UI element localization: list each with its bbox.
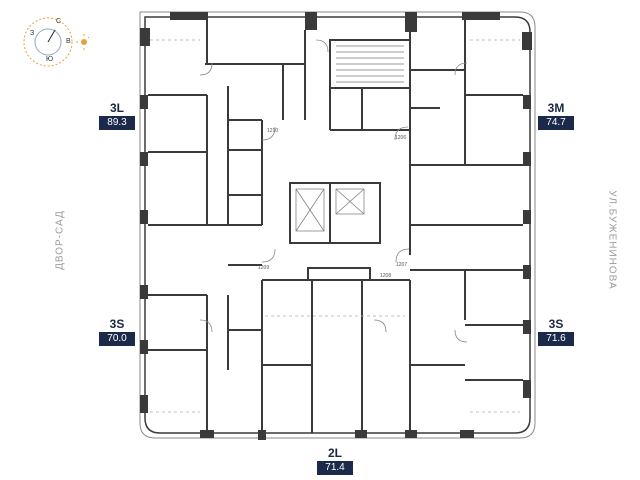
apartment-badge-3s-right[interactable]: 3S 71.6 (538, 316, 574, 346)
corridor-label: 1207 (396, 262, 408, 268)
compass-east-label: В (66, 38, 71, 45)
apartment-type: 3S (99, 316, 135, 332)
compass-widget: С В Ю З (10, 8, 90, 72)
street-label-right: УЛ.БУЖЕНИНОВА (606, 190, 618, 290)
apartment-type: 2L (317, 445, 353, 461)
apartment-badge-3l[interactable]: 3L 89.3 (99, 100, 135, 130)
compass-icon (23, 17, 90, 67)
apartment-area: 74.7 (538, 116, 574, 130)
corridor-label: 1209 (258, 265, 270, 271)
apartment-badge-2l[interactable]: 2L 71.4 (317, 445, 353, 475)
corridor-label: 1206 (395, 135, 407, 141)
compass-south-label: Ю (46, 56, 54, 63)
apartment-type: 3M (538, 100, 574, 116)
apartment-area: 89.3 (99, 116, 135, 130)
compass-north-label: С (56, 18, 62, 25)
apartment-area: 71.4 (317, 461, 353, 475)
apartment-area: 71.6 (538, 332, 574, 346)
apartment-type: 3L (99, 100, 135, 116)
street-label-left: ДВОР-САД (54, 210, 66, 270)
apartment-type: 3S (538, 316, 574, 332)
corridor-label: 1210 (267, 128, 279, 134)
apartment-area: 70.0 (99, 332, 135, 346)
compass-west-label: З (30, 30, 35, 37)
apartment-badge-3s-left[interactable]: 3S 70.0 (99, 316, 135, 346)
corridor-label: 1208 (380, 273, 392, 279)
apartment-badge-3m[interactable]: 3M 74.7 (538, 100, 574, 130)
